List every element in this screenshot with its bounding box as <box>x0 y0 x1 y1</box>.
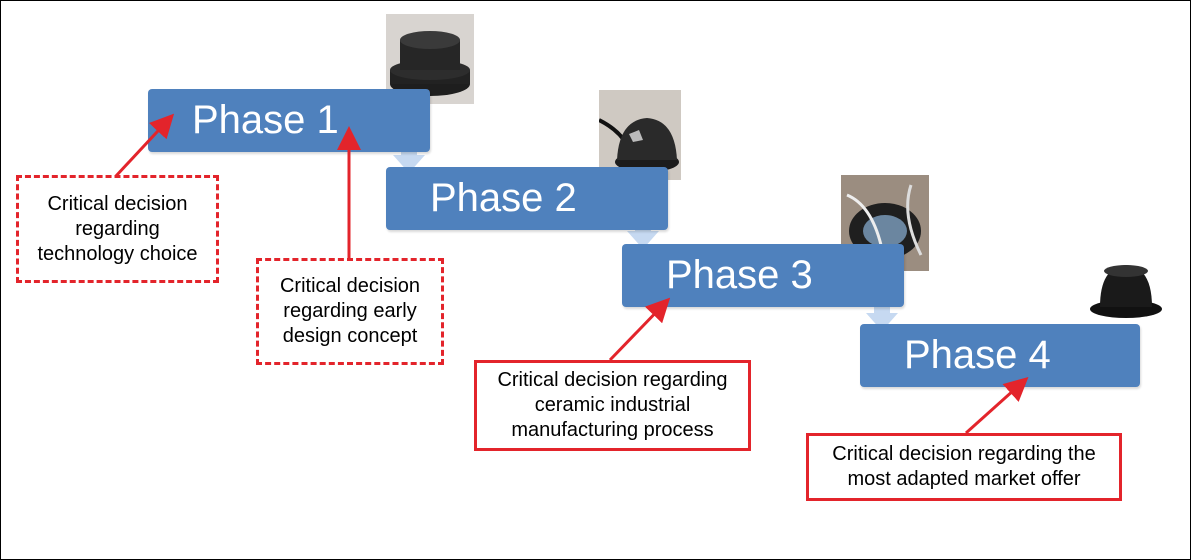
decision-box-manufacturing: Critical decision regarding ceramic indu… <box>474 360 751 451</box>
phase-3-box: Phase 3 <box>622 244 904 307</box>
arrow-to-phase-1 <box>114 113 175 178</box>
arrow-to-phase-3 <box>608 297 671 362</box>
arrow-to-phase-4 <box>964 376 1029 435</box>
decision-text: Critical decision regarding early design… <box>279 275 421 347</box>
domed-cap-with-cable-photo <box>599 90 681 180</box>
phase-2-box: Phase 2 <box>386 167 668 230</box>
phase-4-box: Phase 4 <box>860 324 1140 387</box>
decision-box-design-concept: Critical decision regarding early design… <box>256 258 444 365</box>
phase-label: Phase 2 <box>430 176 577 220</box>
phase-label: Phase 4 <box>904 333 1051 377</box>
decision-text: Critical decision regarding ceramic indu… <box>497 369 728 441</box>
phase-label: Phase 1 <box>192 98 339 142</box>
decision-text: Critical decision regarding technology c… <box>37 192 198 265</box>
arrows-overlay <box>114 113 1029 435</box>
phase-1-box: Phase 1 <box>148 89 430 152</box>
decision-box-market-offer: Critical decision regarding the most ada… <box>806 433 1122 501</box>
decision-text: Critical decision regarding the most ada… <box>832 443 1096 490</box>
phase-label: Phase 3 <box>666 253 813 297</box>
black-hat-cap-photo <box>1086 255 1168 323</box>
